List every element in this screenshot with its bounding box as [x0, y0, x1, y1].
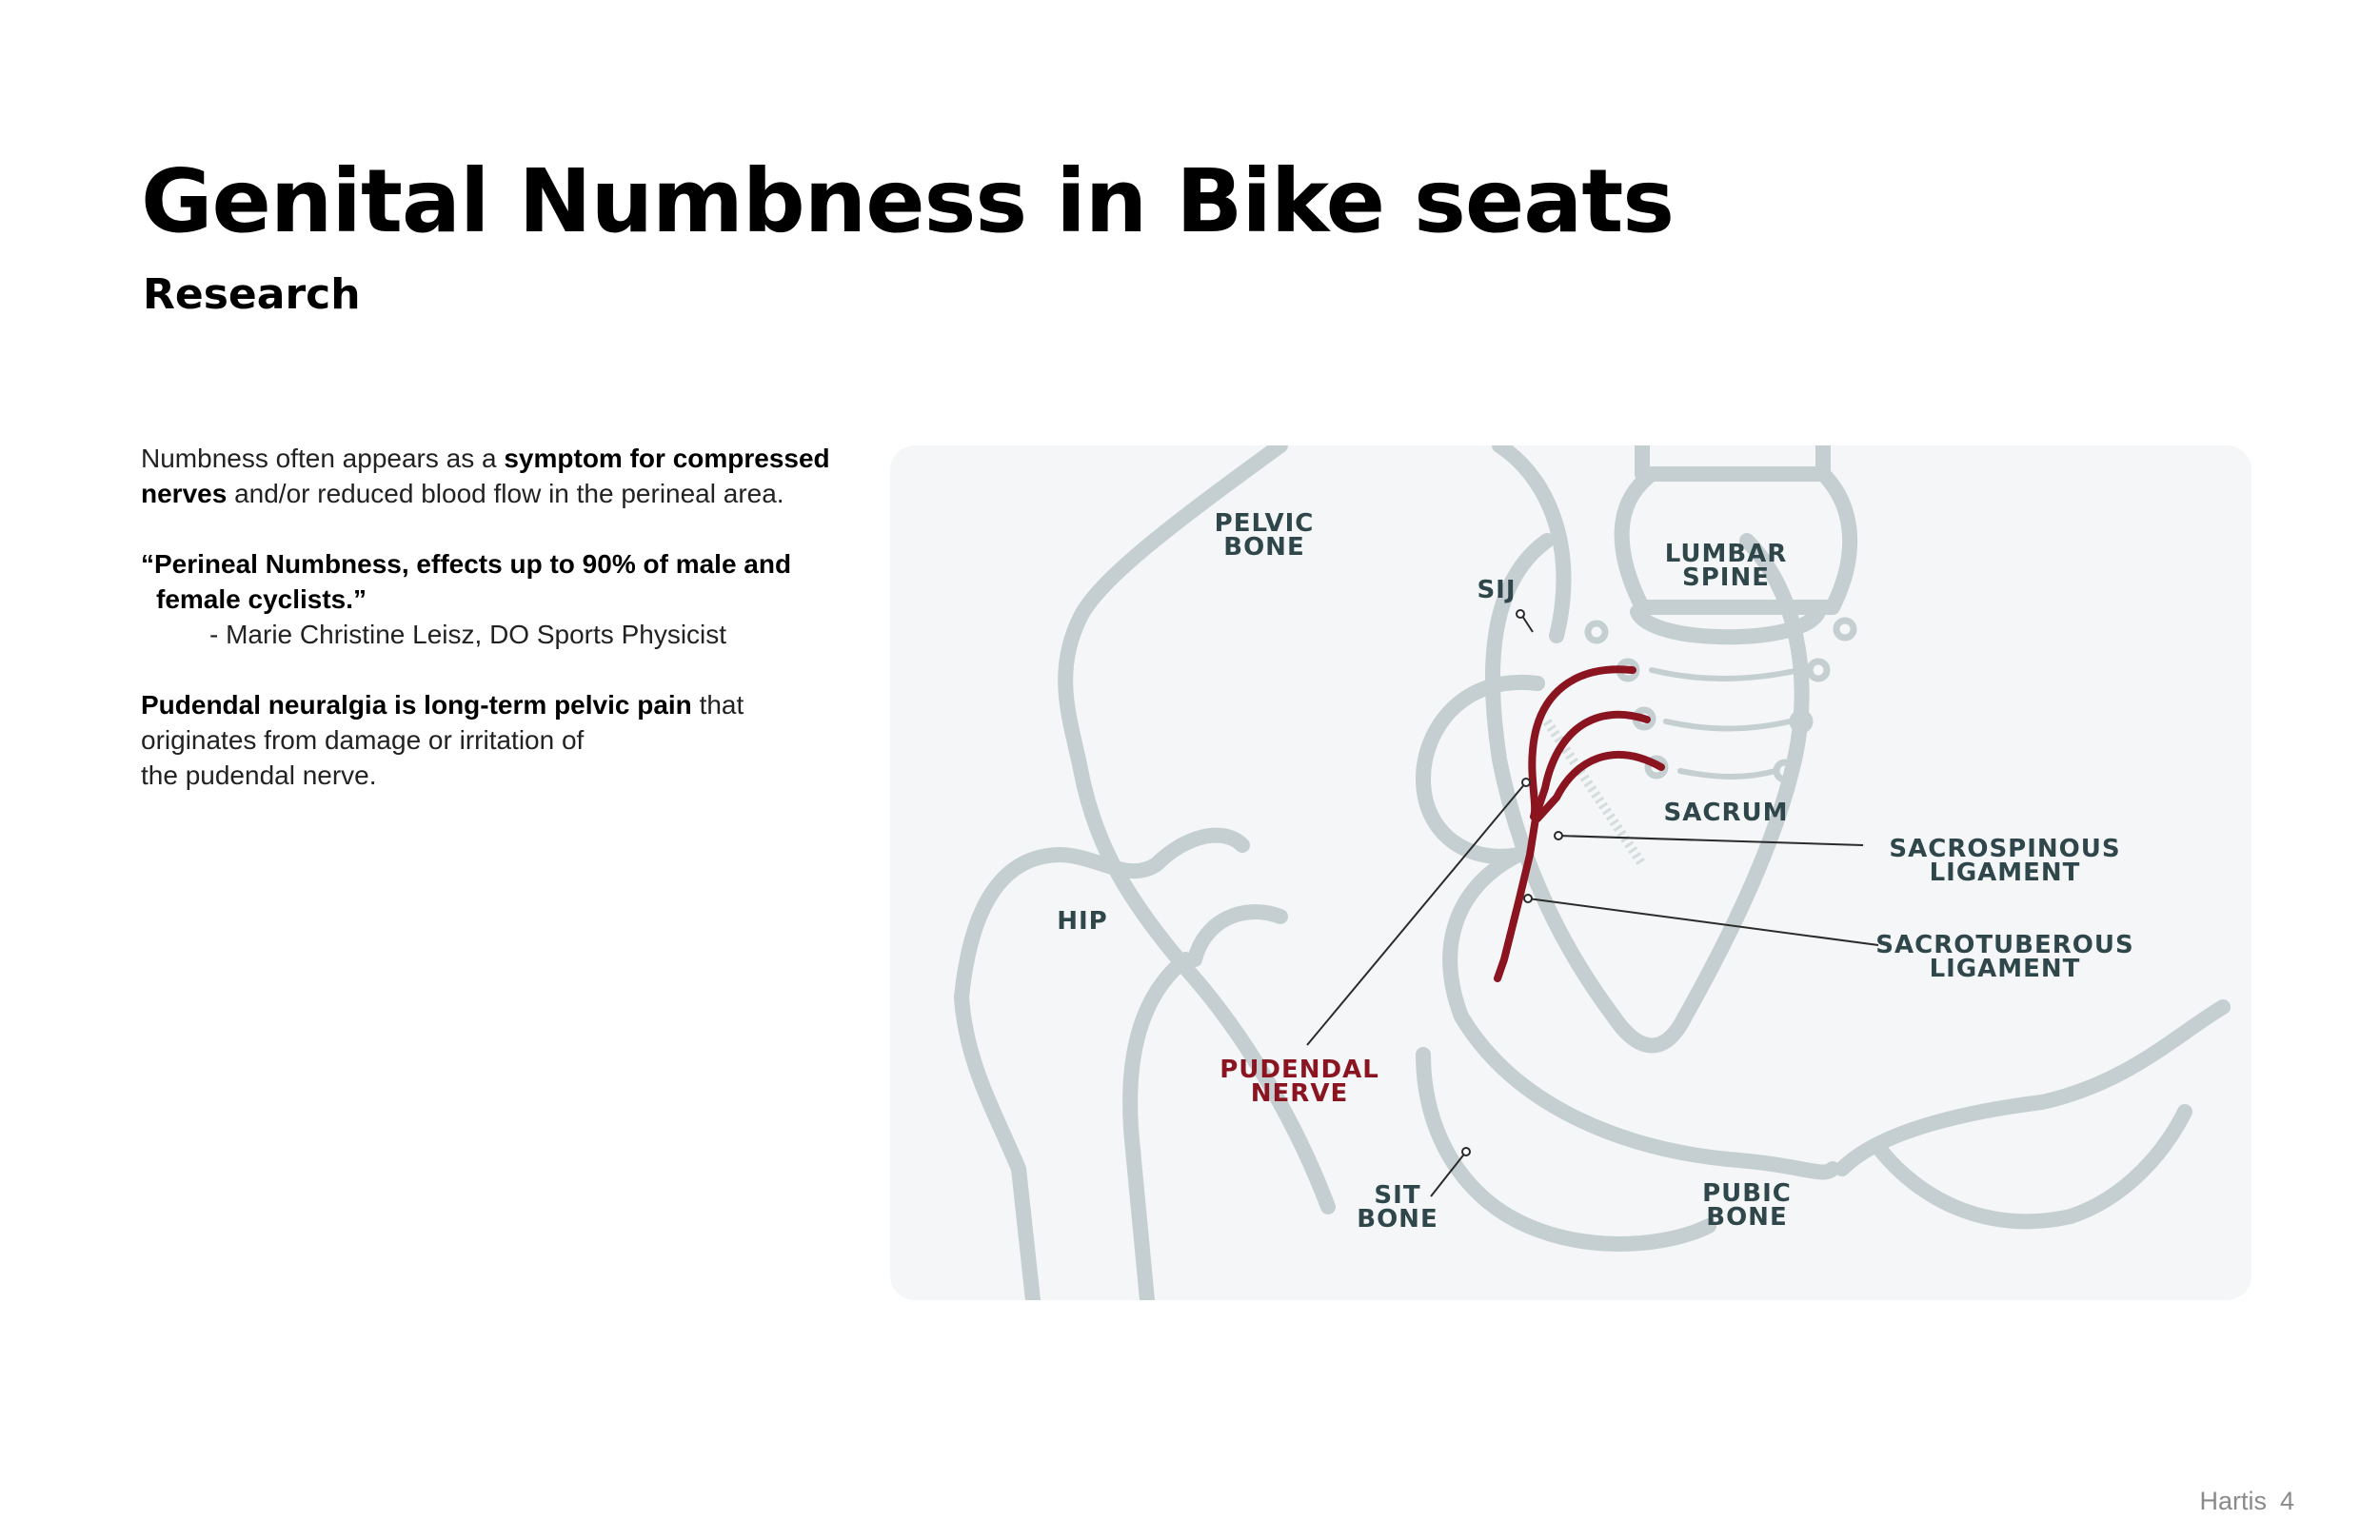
pelvis-illustration: PELVIC BONE SIJ LUMBAR SPINE SACRUM SACR… [954, 445, 2231, 1300]
label-lumbar-spine-2: SPINE [1682, 563, 1770, 592]
foramen-right-2 [1806, 658, 1831, 682]
label-pelvic-bone-1: PELVIC [1215, 509, 1315, 538]
sit-bone-leader [1430, 1151, 1467, 1197]
ilium-right [1492, 445, 1572, 643]
pelvic-bone-outline [1058, 445, 1336, 1214]
sacrotuberous-leader [1527, 898, 1879, 946]
pubic-arch [1835, 999, 2231, 1176]
sij-bump [1416, 674, 1545, 864]
label-sit-bone-1: SIT [1374, 1181, 1420, 1210]
label-sacrotuberous-2: LIGAMENT [1930, 955, 2081, 983]
femur-inner [1122, 952, 1193, 1300]
hip-socket [1187, 904, 1288, 967]
paragraph-pudendal: Pudendal neuralgia is long-term pelvic p… [141, 690, 744, 790]
pudendal-nerve-trunk [1494, 815, 1539, 982]
label-sit-bone-2: BONE [1357, 1205, 1438, 1234]
label-sacrospinous-1: SACROSPINOUS [1889, 835, 2120, 863]
label-sacrotuberous-1: SACROTUBEROUS [1875, 931, 2133, 959]
label-hip: HIP [1057, 907, 1108, 936]
label-pubic-bone-2: BONE [1706, 1203, 1787, 1232]
femur-outline [954, 827, 1250, 1300]
lumbar-vertebra [1614, 445, 1858, 615]
label-pudendal-2: NERVE [1251, 1079, 1348, 1108]
quote-line-2: female cyclists.” [156, 584, 367, 614]
label-sacrospinous-2: LIGAMENT [1930, 859, 2081, 887]
quote-block: “Perineal Numbness, effects up to 90% of… [141, 546, 845, 652]
label-sacrum: SACRUM [1664, 799, 1789, 827]
page-title: Genital Numbness in Bike seats [141, 150, 1675, 252]
label-pudendal-1: PUDENDAL [1220, 1056, 1379, 1084]
label-pelvic-bone-2: BONE [1223, 533, 1304, 562]
pudendal-nerve-branch-3 [1534, 750, 1665, 822]
page-number: 4 [2279, 1487, 2294, 1515]
foramen-left-1 [1584, 620, 1609, 644]
paragraph-numbness: Numbness often appears as a symptom for … [141, 444, 830, 508]
foramen-right-1 [1833, 617, 1857, 642]
body-text: Numbness often appears as a symptom for … [141, 441, 845, 828]
label-sij: SIJ [1477, 576, 1516, 604]
lumbar-lower [1630, 604, 1826, 645]
obturator-loop [1873, 1104, 2192, 1230]
sit-bone-loop [1416, 1047, 1716, 1252]
pelvis-anatomy-diagram: PELVIC BONE SIJ LUMBAR SPINE SACRUM SACR… [890, 445, 2251, 1300]
label-lumbar-spine-1: LUMBAR [1665, 540, 1788, 568]
pelvic-ring [1442, 847, 1840, 1180]
pudendal-leader [1306, 781, 1527, 1046]
quote-line-1: “Perineal Numbness, effects up to 90% of… [141, 549, 792, 579]
quote-attribution: - Marie Christine Leisz, DO Sports Physi… [209, 620, 727, 649]
pudendal-nerve-branch-2 [1532, 710, 1651, 820]
page-footer: Hartis 4 [2199, 1487, 2294, 1516]
page-subtitle: Research [143, 270, 361, 319]
pudendal-nerve-branch-1 [1528, 665, 1636, 820]
footer-author: Hartis [2199, 1487, 2267, 1515]
sacrospinous-leader [1557, 835, 1864, 846]
label-pubic-bone-1: PUBIC [1702, 1179, 1792, 1208]
